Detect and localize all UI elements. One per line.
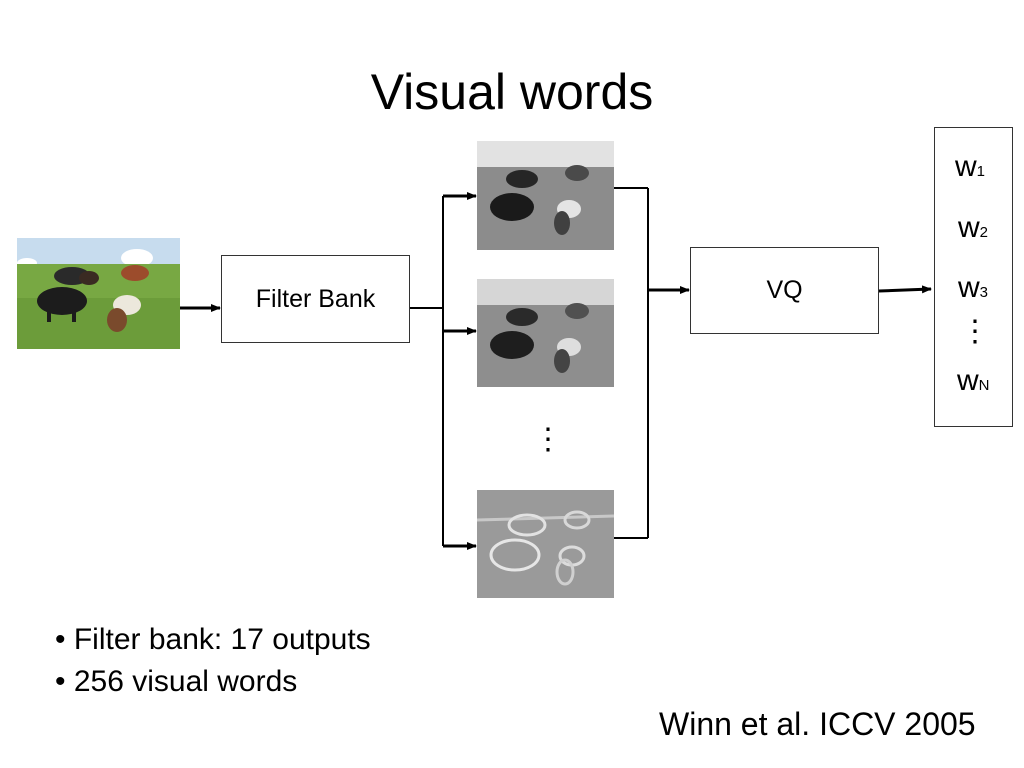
vq-label: VQ — [766, 276, 803, 304]
filter-bank-label: Filter Bank — [255, 284, 376, 313]
filter-response-image-1 — [477, 141, 614, 250]
bullet-list: • Filter bank: 17 outputs • 256 visual w… — [55, 619, 371, 703]
filter-response-image-2 — [477, 279, 614, 387]
citation: Winn et al. ICCV 2005 — [659, 706, 976, 742]
arrow-vq-to-words — [878, 285, 932, 294]
filter-bank-box: Filter Bank — [221, 255, 410, 343]
slide-title: Visual words — [370, 64, 654, 120]
visual-word-3: w3 — [958, 271, 989, 304]
visual-word-2: w2 — [958, 211, 989, 244]
bullet-item: • 256 visual words — [55, 665, 298, 698]
filter-response-image-n — [477, 490, 614, 598]
visual-word-1: w1 — [955, 150, 986, 183]
bullet-item: • Filter bank: 17 outputs — [55, 623, 371, 656]
vq-box: VQ — [690, 247, 879, 334]
input-cow-photo — [17, 238, 180, 349]
visual-word-n: wN — [957, 364, 990, 397]
visual-words-box — [934, 127, 1013, 427]
